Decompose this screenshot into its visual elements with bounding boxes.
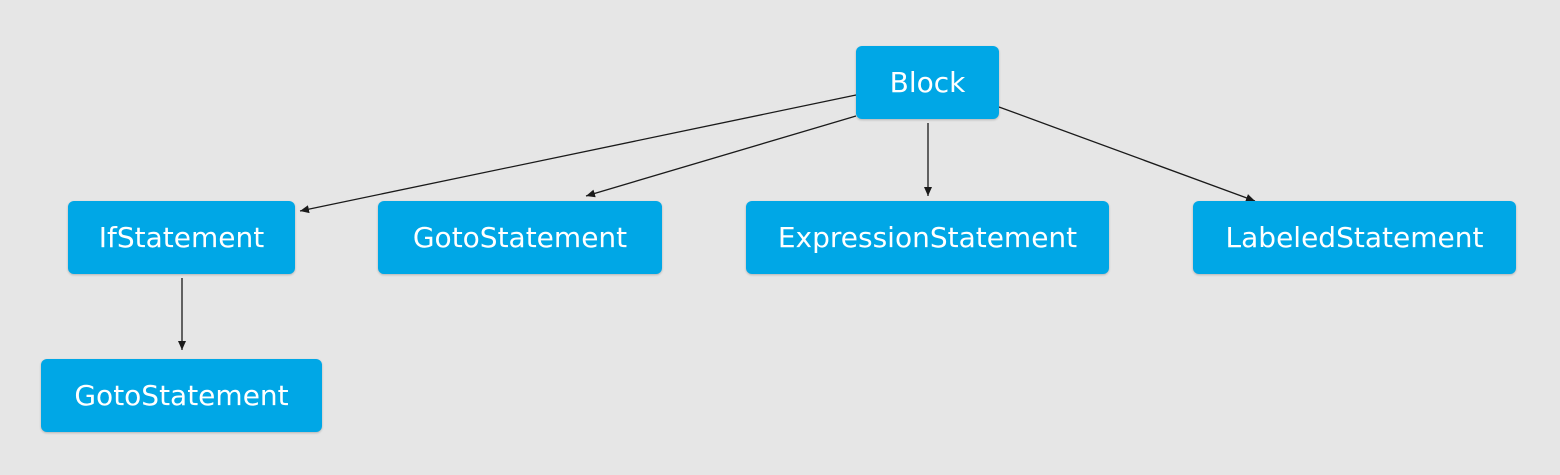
node-label: GotoStatement bbox=[412, 221, 628, 254]
node-gotostatement[interactable]: GotoStatement bbox=[378, 201, 662, 274]
node-label: IfStatement bbox=[98, 221, 265, 254]
node-labeledstatement[interactable]: LabeledStatement bbox=[1193, 201, 1516, 274]
node-gotostatement-child[interactable]: GotoStatement bbox=[41, 359, 322, 432]
node-label: LabeledStatement bbox=[1225, 221, 1484, 254]
node-label: ExpressionStatement bbox=[777, 221, 1078, 254]
node-expressionstatement[interactable]: ExpressionStatement bbox=[746, 201, 1109, 274]
node-block[interactable]: Block bbox=[856, 46, 999, 119]
edge-block-to-ifstatement bbox=[299, 94, 857, 214]
edge-block-to-labeledstatement bbox=[998, 106, 1256, 202]
node-label: GotoStatement bbox=[74, 379, 289, 412]
edge-block-to-gotostatement bbox=[585, 115, 857, 198]
node-label: Block bbox=[889, 66, 966, 99]
node-ifstatement[interactable]: IfStatement bbox=[68, 201, 295, 274]
